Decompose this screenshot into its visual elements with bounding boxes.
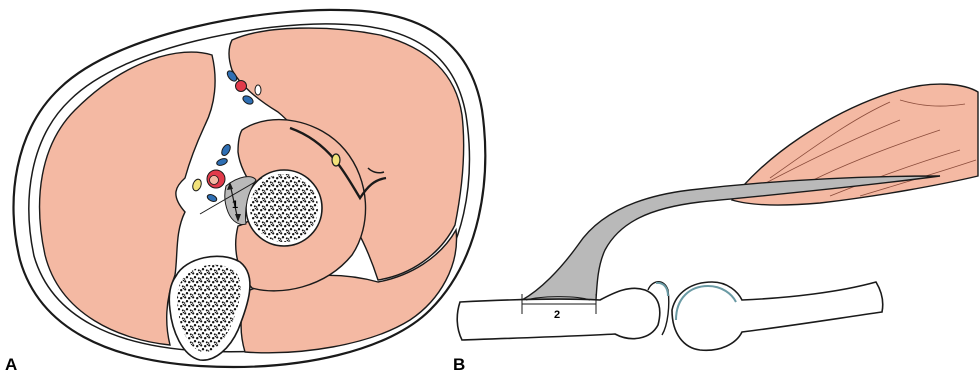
measurement-label-b: 2 <box>554 309 560 321</box>
panel-b-lateral-view: 2 B <box>453 84 978 372</box>
panel-label-b: B <box>453 355 465 372</box>
central-bone-marrow <box>250 174 318 242</box>
middle-artery-lumen <box>210 176 219 185</box>
distal-bone <box>672 282 883 350</box>
upper-artery <box>236 81 247 92</box>
septum-nerve <box>332 154 340 166</box>
joint-cartilage <box>656 283 668 296</box>
panel-a-cross-section: 1 A <box>5 10 485 372</box>
measurement-label-a: 1 <box>232 199 238 211</box>
upper-nerve <box>255 85 261 95</box>
panel-label-a: A <box>5 355 17 372</box>
